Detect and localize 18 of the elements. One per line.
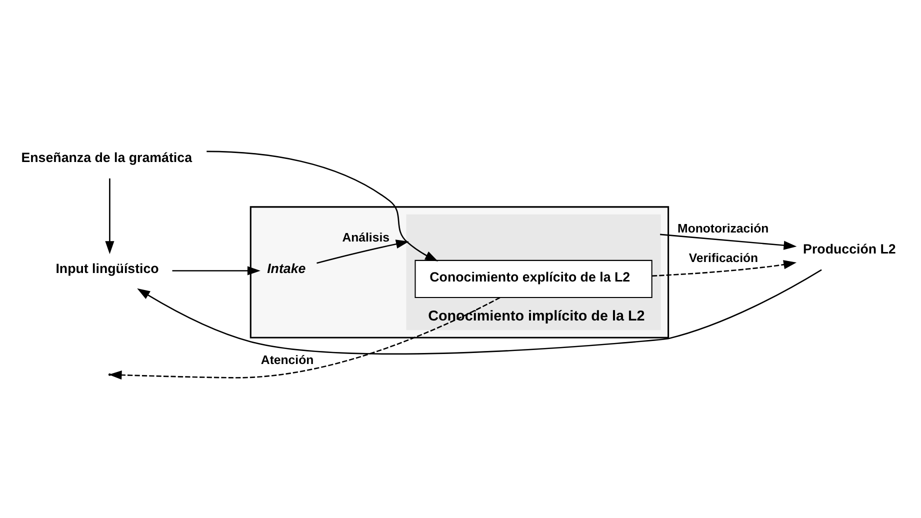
edge-label: Verificación bbox=[688, 250, 758, 265]
arrow bbox=[137, 268, 822, 354]
edge-label: Atención bbox=[260, 352, 314, 366]
arrow bbox=[316, 239, 409, 264]
node-text: Enseñanza de la gramática bbox=[21, 150, 192, 165]
arrow bbox=[660, 233, 797, 250]
node-text: Producción L2 bbox=[803, 241, 896, 256]
edge-label: Monotorización bbox=[678, 220, 769, 235]
node-text: Intake bbox=[267, 260, 306, 276]
arrow bbox=[172, 266, 260, 275]
arrow bbox=[206, 150, 438, 261]
arrow bbox=[108, 296, 500, 380]
arrow bbox=[105, 178, 114, 254]
node-text: Input lingüístico bbox=[56, 260, 159, 276]
cluster bbox=[250, 206, 670, 338]
arrow bbox=[652, 260, 797, 276]
edge-label: Análisis bbox=[342, 230, 390, 244]
node-box: Conocimiento explícito de la L2 bbox=[414, 259, 652, 298]
